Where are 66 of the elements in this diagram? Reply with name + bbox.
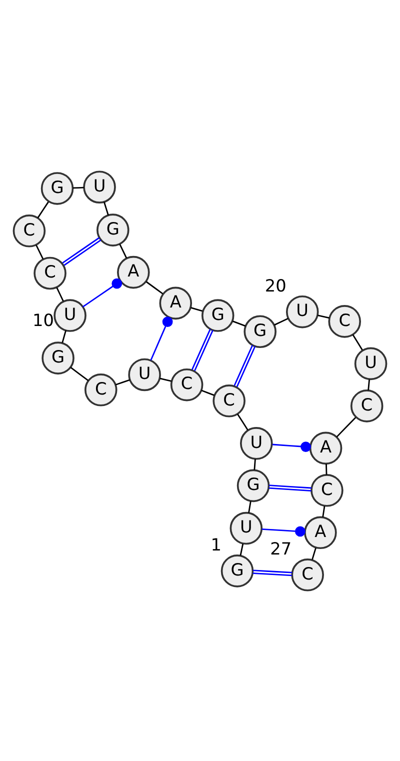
connector	[232, 320, 246, 326]
node-circle: G	[236, 468, 270, 502]
node-circle: C	[170, 368, 204, 401]
node-circle: G	[40, 172, 74, 204]
connector	[190, 306, 203, 312]
node-circle: A	[117, 255, 150, 288]
node-circle: C	[310, 474, 344, 506]
connector	[146, 280, 164, 294]
node-circle: G	[42, 341, 74, 374]
connector	[262, 526, 306, 536]
node-circle: U	[230, 511, 263, 544]
node-circle: U	[54, 298, 86, 332]
node-circle: C	[84, 373, 118, 406]
connector	[326, 463, 328, 474]
connector	[254, 458, 256, 470]
connector	[274, 317, 288, 326]
node-circle: C	[291, 558, 324, 591]
connector	[104, 201, 109, 215]
node-circle: A	[159, 286, 192, 320]
node-circle: U	[286, 294, 319, 328]
node-label: 27	[270, 538, 292, 558]
connector	[36, 244, 44, 259]
node-label: 20	[264, 275, 286, 296]
node-circle: C	[328, 304, 362, 338]
connector	[322, 506, 326, 517]
node-circle: G	[201, 298, 234, 332]
node-label: 1	[210, 534, 222, 554]
connector	[62, 236, 102, 266]
connector	[368, 378, 370, 390]
connector	[336, 416, 356, 437]
connector	[312, 547, 316, 560]
node-circle: A	[309, 431, 342, 464]
connector	[82, 278, 122, 307]
connector	[119, 244, 128, 258]
connector	[115, 378, 130, 385]
node-circle: G	[96, 213, 130, 246]
connector	[70, 366, 89, 381]
connector	[62, 330, 67, 342]
node-label: 10	[32, 310, 54, 330]
connector	[252, 569, 292, 576]
node-circle: C	[12, 214, 46, 247]
node-circle: G	[220, 554, 254, 587]
connector	[56, 286, 64, 302]
connector	[272, 441, 311, 452]
connector	[317, 314, 330, 318]
connector	[234, 344, 256, 387]
node-circle: A	[304, 516, 337, 549]
connector	[160, 377, 172, 382]
node-circle: U	[83, 170, 116, 203]
node-circle: U	[240, 426, 273, 460]
node-circle: C	[34, 256, 66, 290]
node-circle: U	[354, 346, 388, 380]
connector	[352, 334, 363, 350]
node-circle: U	[128, 358, 161, 391]
connector	[240, 543, 244, 556]
connector	[37, 201, 49, 218]
node-circle: C	[212, 384, 246, 417]
connector	[191, 328, 214, 371]
connector	[248, 500, 252, 513]
connector	[72, 186, 84, 188]
connector	[236, 413, 248, 430]
connector	[268, 484, 312, 492]
connector	[150, 316, 173, 360]
node-circle: C	[350, 389, 384, 422]
connector	[201, 389, 215, 396]
node-circle: G	[244, 314, 276, 348]
